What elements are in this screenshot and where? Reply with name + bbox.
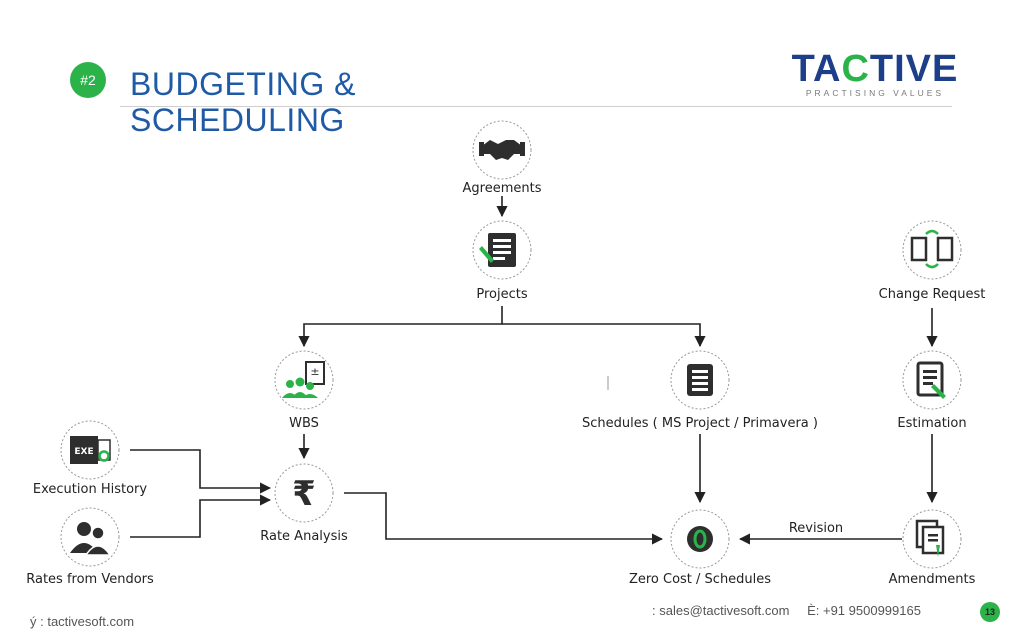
node-label-zero-cost: Zero Cost / Schedules [628, 572, 772, 587]
logo-wordmark: TACTIVE [791, 48, 959, 90]
page-title: BUDGETING & SCHEDULING [130, 66, 356, 138]
node-label-projects: Projects [476, 287, 528, 302]
logo-tagline: PRACTISING VALUES [805, 88, 945, 98]
node-label-amendments: Amendments [888, 572, 976, 587]
header-divider [120, 106, 952, 107]
node-label-schedules: Schedules ( MS Project / Primavera ) [582, 416, 818, 431]
excel-export-icon: EXE [70, 436, 111, 464]
users-icon [70, 522, 112, 556]
footer-phone[interactable]: È: +91 9500999165 [807, 603, 921, 618]
handshake-icon [479, 140, 525, 160]
rupee-icon: ₹ [292, 474, 316, 514]
node-label-agreements: Agreements [462, 181, 542, 196]
svg-text:EXE: EXE [74, 447, 93, 457]
section-number-badge: #2 [70, 62, 106, 98]
edge-rate-zerocost [344, 492, 664, 545]
footer-website[interactable]: ý : tactivesoft.com [30, 614, 135, 629]
tactive-logo: TACTIVE PRACTISING VALUES [790, 48, 960, 104]
calendar-list-icon [687, 364, 713, 396]
edge-execution-rate [130, 449, 272, 494]
edge-label-revision: Revision [789, 521, 843, 536]
zero-coin-icon [687, 526, 713, 552]
node-circle-change-request [902, 220, 962, 280]
document-stack-icon [915, 519, 945, 557]
edge-vendors-rate [130, 494, 272, 538]
node-circle-rate-analysis [274, 463, 334, 523]
people-chart-icon: ± [282, 361, 325, 398]
node-label-change-request: Change Request [878, 287, 986, 302]
document-edit-icon [916, 361, 946, 399]
svg-text:±: ± [310, 365, 319, 378]
footer-contact: : sales@tactivesoft.com È: +91 950099916… [652, 603, 935, 618]
node-label-rates-from-vendors: Rates from Vendors [26, 572, 154, 587]
node-label-estimation: Estimation [897, 416, 967, 431]
node-label-execution-history: Execution History [32, 482, 148, 497]
node-label-rate-analysis: Rate Analysis [260, 529, 348, 544]
svg-text:₹: ₹ [292, 474, 316, 514]
swap-documents-icon [910, 229, 954, 269]
node-label-wbs: WBS [289, 416, 319, 431]
document-pen-icon [479, 233, 516, 267]
page-number-badge: 13 [980, 602, 1000, 622]
footer-email[interactable]: : sales@tactivesoft.com [652, 603, 790, 618]
node-circle-vendors [60, 507, 120, 567]
connectors [130, 196, 938, 545]
edge-projects-split [298, 306, 503, 348]
edge-projects-schedules [502, 323, 706, 348]
